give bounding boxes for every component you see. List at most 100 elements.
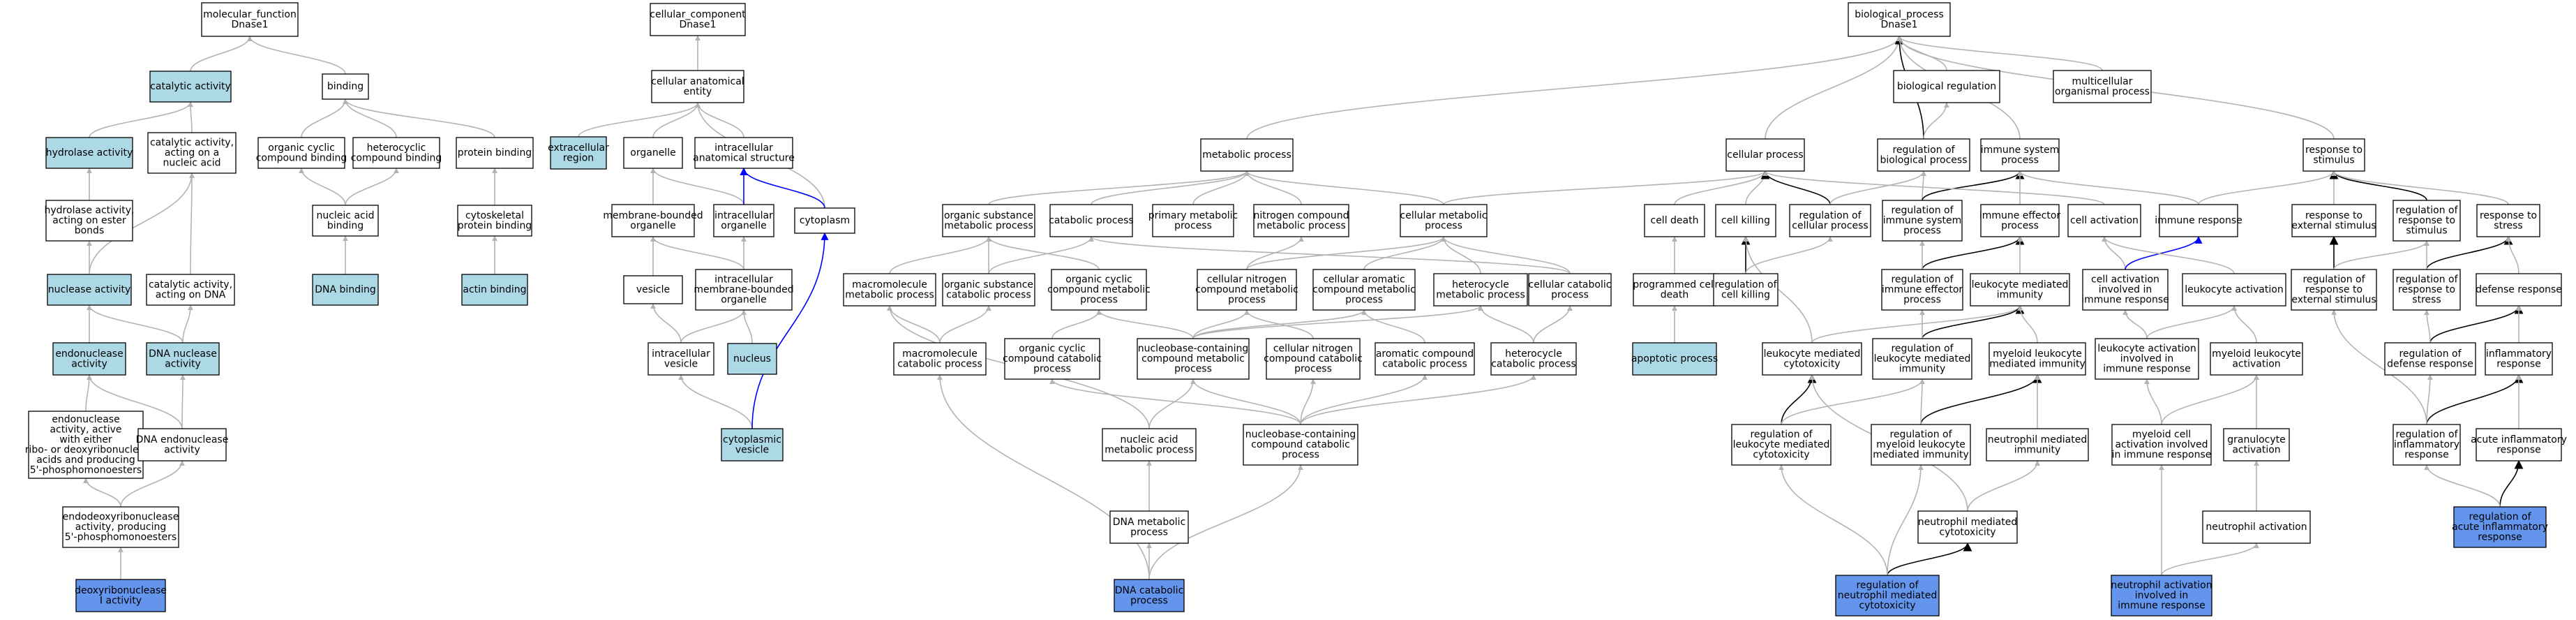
node-cytoplasm[interactable]: cytoplasm <box>794 207 855 234</box>
node-catalytic-dna[interactable]: catalytic activity,acting on DNA <box>146 274 235 306</box>
node-immune-response[interactable]: immune response <box>2155 204 2242 237</box>
node-catalytic-activity[interactable]: catalytic activity <box>149 71 232 103</box>
node-cell-killing[interactable]: cell killing <box>1715 204 1776 237</box>
node-hydrolase-activity[interactable]: hydrolase activity <box>45 137 133 169</box>
node-cell-death[interactable]: cell death <box>1644 204 1705 237</box>
node-leukocyte-activation[interactable]: leukocyte activation <box>2182 273 2286 307</box>
node-defense-response[interactable]: defense response <box>2476 273 2562 307</box>
node-cell-activation[interactable]: cell activation <box>2067 204 2141 237</box>
node-actin-binding[interactable]: actin binding <box>461 274 528 306</box>
node-cellular-process[interactable]: cellular process <box>1725 138 1805 172</box>
node-apoptotic-process[interactable]: apoptotic process <box>1631 342 1718 376</box>
node-catabolic-process[interactable]: catabolic process <box>1049 204 1134 237</box>
node-neutrophil-activation[interactable]: neutrophil activation <box>2202 510 2311 544</box>
node-protein-binding[interactable]: protein binding <box>456 137 534 169</box>
node-biological-regulation[interactable]: biological regulation <box>1893 70 2000 103</box>
node-dna-binding[interactable]: DNA binding <box>312 274 379 306</box>
node-binding[interactable]: binding <box>322 73 369 100</box>
node-nuclease-activity[interactable]: nuclease activity <box>47 274 132 306</box>
node-metabolic-process[interactable]: metabolic process <box>1200 138 1294 172</box>
node-nucleus[interactable]: nucleus <box>727 343 777 375</box>
node-organelle[interactable]: organelle <box>623 137 683 169</box>
